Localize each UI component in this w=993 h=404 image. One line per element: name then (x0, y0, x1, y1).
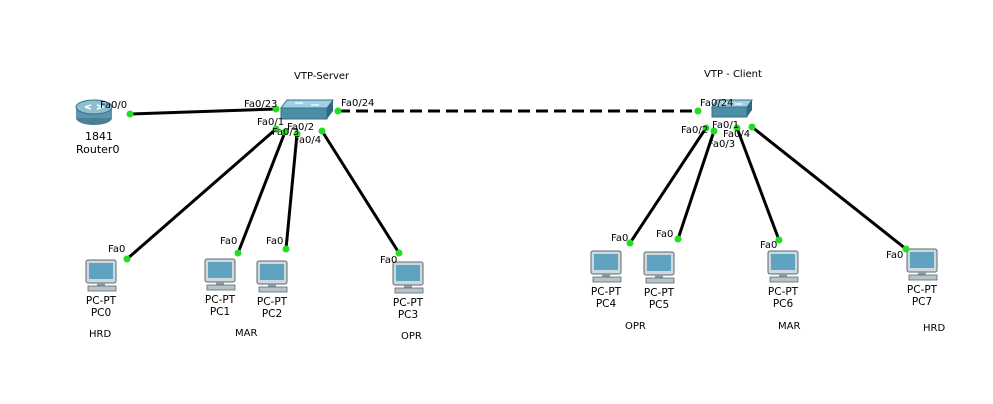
cable-server-pc3 (320, 130, 401, 254)
cable-client-pc7 (751, 125, 907, 251)
pc-port-label: Fa0 (266, 236, 284, 247)
cables (126, 107, 907, 261)
link-light (334, 107, 342, 115)
client-switch-icon[interactable] (711, 99, 753, 118)
client-switch-label: VTP - Client (704, 69, 762, 80)
server-port-4: Fa0/4 (294, 135, 322, 146)
pc-port-label: Fa0 (108, 244, 126, 255)
router-model: 1841 (85, 130, 113, 143)
pc-icon[interactable] (392, 261, 424, 294)
cable-client-pc5 (676, 130, 716, 240)
pc-icon[interactable] (204, 258, 236, 291)
link-light (282, 245, 290, 253)
link-light (123, 255, 131, 263)
pc-type-label: PC-PT (85, 295, 117, 307)
cable-server-pc2 (284, 133, 299, 250)
pc-name-label: PC3 (397, 309, 419, 321)
pcs (85, 248, 938, 294)
server-port-router: Fa0/23 (244, 99, 278, 110)
link-light (775, 236, 783, 244)
link-light (710, 127, 718, 135)
link-light (126, 110, 134, 118)
server-port-1: Fa0/1 (257, 117, 285, 128)
pc-name-label: PC6 (772, 298, 794, 310)
department-label: HRD (89, 329, 112, 340)
server-port-trunk: Fa0/24 (341, 98, 375, 109)
server-port-3: Fa0/3 (272, 127, 300, 138)
server-switch-label: VTP-Server (294, 71, 350, 82)
link-light (281, 128, 289, 136)
pc-port-label: Fa0 (380, 255, 398, 266)
link-light (272, 125, 280, 133)
pc-name-label: PC5 (648, 299, 670, 311)
pc-name-label: PC4 (595, 298, 617, 310)
pc-name-label: PC1 (209, 306, 231, 318)
pc-icon[interactable] (767, 250, 799, 283)
link-light (694, 107, 702, 115)
pc-type-label: PC-PT (590, 286, 622, 298)
link-light (748, 123, 756, 131)
link-light (902, 245, 910, 253)
client-port-3: Fa0/3 (708, 139, 736, 150)
pc-port-label: Fa0 (886, 250, 904, 261)
router-name: Router0 (76, 143, 120, 156)
client-port-trunk: Fa0/24 (700, 98, 734, 109)
department-label: OPR (401, 331, 422, 342)
router-icon[interactable] (75, 99, 113, 125)
client-port-1: Fa0/1 (712, 120, 740, 131)
pc-type-label: PC-PT (392, 297, 424, 309)
department-label: OPR (625, 321, 646, 332)
link-light (626, 239, 634, 247)
link-light (272, 105, 280, 113)
pc-port-label: Fa0 (611, 233, 629, 244)
cable-router-server (129, 107, 277, 116)
client-port-2: Fa0/2 (681, 125, 709, 136)
pc-icon[interactable] (85, 259, 117, 292)
cable-client-pc4 (628, 127, 708, 244)
link-light (702, 124, 710, 132)
department-label: MAR (235, 328, 258, 339)
department-label: HRD (923, 323, 946, 334)
pc-name-label: PC2 (261, 308, 283, 320)
link-light (318, 127, 326, 135)
cable-server-pc1 (236, 131, 287, 254)
pc-icon[interactable] (256, 260, 288, 293)
link-light (674, 235, 682, 243)
pc-name-label: PC7 (911, 296, 933, 308)
link-light (293, 130, 301, 138)
pc-icon[interactable] (643, 251, 675, 284)
pc-icon[interactable] (590, 250, 622, 283)
pc-type-label: PC-PT (204, 294, 236, 306)
server-port-2: Fa0/2 (287, 122, 315, 133)
client-port-4: Fa0/4 (723, 129, 751, 140)
pc-type-label: PC-PT (767, 286, 799, 298)
cable-client-pc6 (735, 127, 781, 241)
pc-port-label: Fa0 (760, 240, 778, 251)
department-label: MAR (778, 321, 801, 332)
pc-port-label: Fa0 (220, 236, 238, 247)
pc-name-label: PC0 (90, 307, 112, 319)
link-lights (123, 105, 910, 263)
link-light (733, 124, 741, 132)
link-light (234, 249, 242, 257)
pc-type-label: PC-PT (906, 284, 938, 296)
cable-server-pc0 (126, 127, 277, 261)
server-switch-icon[interactable] (280, 99, 334, 120)
pc-type-label: PC-PT (643, 287, 675, 299)
pc-port-label: Fa0 (656, 229, 674, 240)
router-port-label: Fa0/0 (100, 100, 128, 111)
link-light (395, 249, 403, 257)
pc-type-label: PC-PT (256, 296, 288, 308)
pc-icon[interactable] (906, 248, 938, 281)
